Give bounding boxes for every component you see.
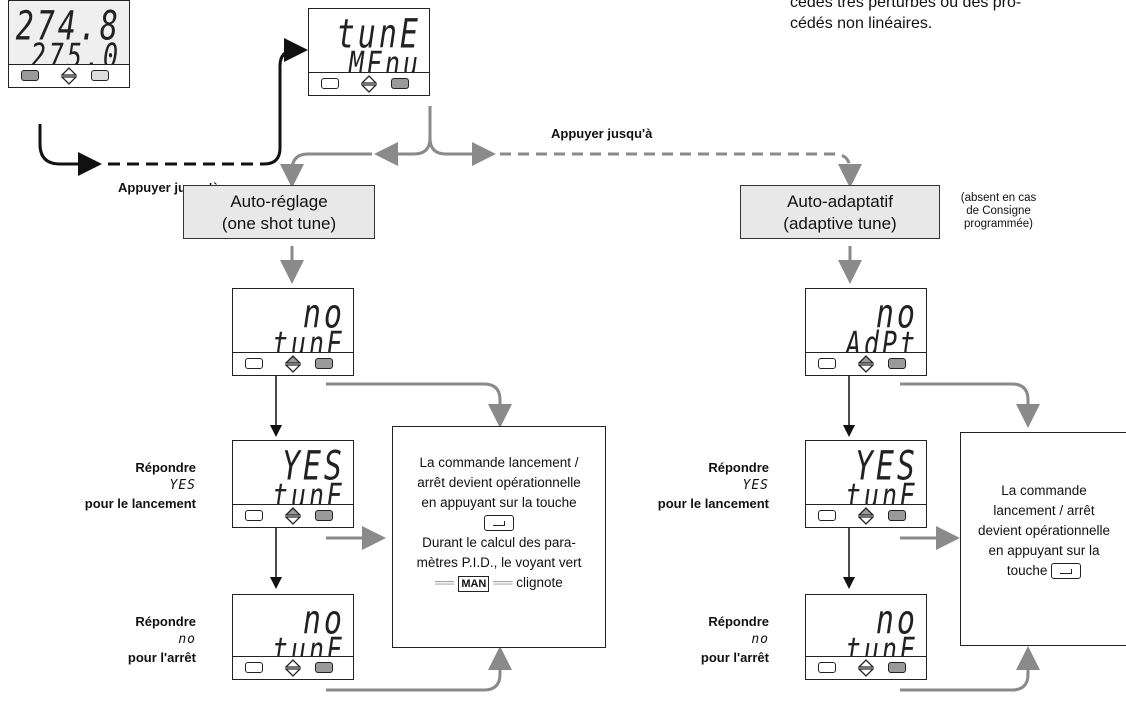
display-menu: tunE MEnu xyxy=(308,8,430,96)
mode-subtitle: (adaptive tune) xyxy=(783,214,897,233)
no-word: no xyxy=(751,632,769,647)
for-start-label: pour le lancement xyxy=(657,496,769,511)
info-adaptive: La commande lancement / arrêt devient op… xyxy=(960,432,1126,646)
enter-key[interactable] xyxy=(315,510,333,521)
enter-key[interactable] xyxy=(91,70,109,81)
page-key[interactable] xyxy=(245,662,263,673)
home-to-menu-arrow-up xyxy=(263,38,308,166)
page-key[interactable] xyxy=(818,510,836,521)
up-down-arrows-icon[interactable] xyxy=(858,658,874,678)
info-line: devient opérationnelle xyxy=(977,523,1111,538)
no-word: no xyxy=(178,632,196,647)
up-down-arrows-icon[interactable] xyxy=(285,658,301,678)
enter-key[interactable] xyxy=(888,358,906,369)
respond-label: Répondre xyxy=(135,614,196,629)
menu-split-right xyxy=(428,137,496,166)
display-adaptive-stop: no tunE xyxy=(805,594,927,680)
note-line: (absent en cas xyxy=(960,192,1037,204)
up-down-arrows-icon[interactable] xyxy=(285,506,301,526)
info-line: La commande xyxy=(1001,483,1087,498)
info-one-shot: La commande lancement / arrêt devient op… xyxy=(392,426,606,648)
info-line: touche xyxy=(1006,563,1048,578)
note-line: de Consigne xyxy=(966,205,1031,217)
up-down-arrows-icon[interactable] xyxy=(858,354,874,374)
blink-rays-icon: ══ xyxy=(493,575,513,590)
page-key[interactable] xyxy=(818,358,836,369)
man-indicator: MAN xyxy=(458,576,490,592)
yes-word: YES xyxy=(742,478,769,493)
respond-label: Répondre xyxy=(708,614,769,629)
info-line: mètres P.I.D., le voyant vert xyxy=(416,555,582,570)
enter-key[interactable] xyxy=(391,78,409,89)
top-note-line-2: cédés non linéaires. xyxy=(790,15,933,32)
enter-key[interactable] xyxy=(888,662,906,673)
menu-split-left xyxy=(280,152,372,188)
enter-key-icon xyxy=(1051,563,1082,580)
note-line: programmée) xyxy=(963,218,1034,230)
up-down-arrows-icon[interactable] xyxy=(361,74,377,94)
enter-key-icon xyxy=(484,515,514,532)
display-adaptive-yes: YES tunE xyxy=(805,440,927,528)
blink-rays-icon: ══ xyxy=(435,575,455,590)
top-note: cédés très perturbés ou des pro- cédés n… xyxy=(790,0,1021,34)
page-key[interactable] xyxy=(21,70,39,81)
up-down-arrows-icon[interactable] xyxy=(858,506,874,526)
menu-split-line xyxy=(374,106,432,166)
display-adaptive-no: no AdPt xyxy=(805,288,927,376)
blink-text: clignote xyxy=(516,575,563,590)
for-stop-label: pour l'arrêt xyxy=(127,650,196,665)
yes-word: YES xyxy=(169,478,196,493)
up-down-arrows-icon[interactable] xyxy=(285,354,301,374)
enter-key[interactable] xyxy=(315,662,333,673)
home-to-menu-arrow xyxy=(38,124,102,176)
page-key[interactable] xyxy=(321,78,339,89)
display-line-1: 274.8 xyxy=(15,2,121,51)
top-note-line-1: cédés très perturbés ou des pro- xyxy=(790,0,1022,11)
info-line: lancement / arrêt xyxy=(993,503,1095,518)
mode-one-shot-tune[interactable]: Auto-réglage (one shot tune) xyxy=(183,185,375,239)
page-key[interactable] xyxy=(818,662,836,673)
respond-label: Répondre xyxy=(708,460,769,475)
display-oneshot-yes: YES tunE xyxy=(232,440,354,528)
page-key[interactable] xyxy=(245,510,263,521)
enter-key[interactable] xyxy=(315,358,333,369)
enter-key[interactable] xyxy=(888,510,906,521)
dashed-to-adaptive xyxy=(500,152,862,188)
display-line-1: no xyxy=(875,290,918,339)
up-down-arrows-icon[interactable] xyxy=(61,66,77,86)
mode-subtitle: (one shot tune) xyxy=(221,214,337,233)
display-home: 274.8 275.0 xyxy=(8,0,130,88)
display-line-1: no xyxy=(302,290,345,339)
info-line: arrêt devient opérationnelle xyxy=(417,475,581,490)
for-stop-label: pour l'arrêt xyxy=(700,650,769,665)
display-oneshot-no: no tunE xyxy=(232,288,354,376)
mode-adaptive-tune[interactable]: Auto-adaptatif (adaptive tune) xyxy=(740,185,940,239)
display-line-1: YES xyxy=(854,442,918,491)
press-until-label-2: Appuyer jusqu'à xyxy=(551,126,653,141)
info-line: en appuyant sur la touche xyxy=(421,495,577,510)
page-key[interactable] xyxy=(245,358,263,369)
display-line-1: no xyxy=(302,596,345,645)
display-line-1: tunE xyxy=(336,10,421,59)
info-line: Durant le calcul des para- xyxy=(422,535,576,550)
display-oneshot-stop: no tunE xyxy=(232,594,354,680)
info-line: La commande lancement / xyxy=(419,455,579,470)
mode-title: Auto-réglage xyxy=(230,192,328,211)
info-line: en appuyant sur la xyxy=(988,543,1100,558)
respond-label: Répondre xyxy=(135,460,196,475)
display-line-1: YES xyxy=(281,442,345,491)
for-start-label: pour le lancement xyxy=(84,496,196,511)
display-line-1: no xyxy=(875,596,918,645)
adaptive-note: (absent en cas de Consigne programmée) xyxy=(951,192,1046,231)
mode-title: Auto-adaptatif xyxy=(787,192,893,211)
